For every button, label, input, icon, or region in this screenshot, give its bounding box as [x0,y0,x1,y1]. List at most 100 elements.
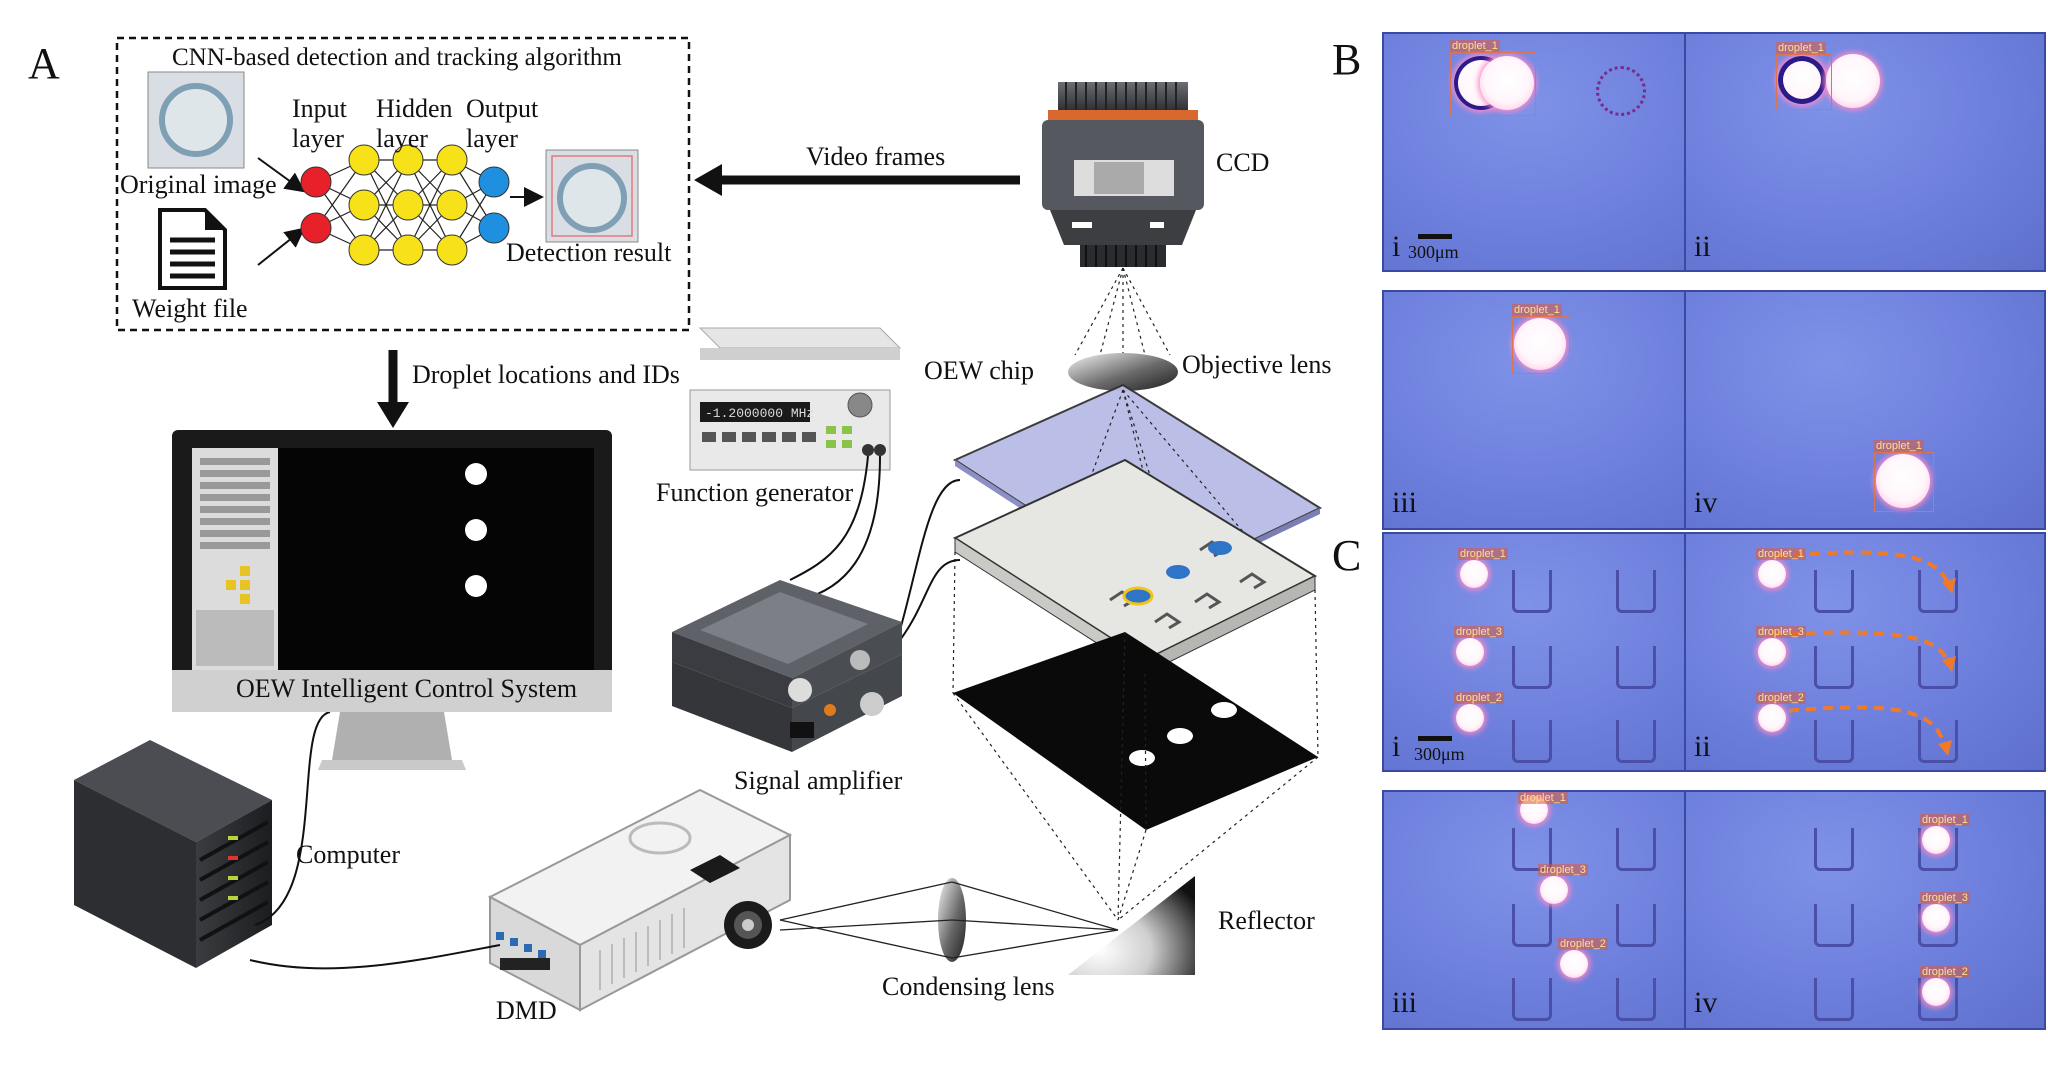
trap-electrode [1616,570,1656,613]
computer-label: Computer [296,840,400,869]
video-frames-label: Video frames [806,142,946,171]
trap-electrode [1918,904,1958,947]
reflector [1068,876,1195,975]
nn-connection [363,159,409,251]
function-generator: -1.2000000 MHz [689,327,902,471]
droplet [1758,638,1786,666]
target-circle [1596,66,1646,116]
droplet [1540,876,1568,904]
droplet-id-label: droplet_2 [1756,692,1806,704]
droplet-id-label: droplet_2 [1454,692,1504,704]
droplet-id-label: droplet_3 [1756,626,1806,638]
control-system-label: OEW Intelligent Control System [236,674,578,703]
droplet [1514,318,1566,370]
trap-electrode [1616,978,1656,1021]
droplet [1876,454,1930,508]
droplet [1922,826,1950,854]
nn-output-node [478,212,510,244]
panel-c-letter: C [1332,531,1362,580]
detection-box [1512,316,1570,374]
micrograph-c-iii: droplet_1 droplet_3 droplet_2 iii [1382,790,1744,1030]
micrograph-c-i: droplet_1 droplet_3 droplet_2 i 300μm [1382,532,1744,772]
scale-bar [1418,234,1452,239]
detection-box [1874,452,1934,512]
droplet [1758,560,1786,588]
trap-electrode [1814,828,1854,871]
droplet [1456,704,1484,732]
subpanel-numeral: iv [1694,986,1718,1019]
objective-lens [1068,353,1178,391]
droplet-id-label: droplet_2 [1920,966,1970,978]
subpanel-numeral: ii [1694,730,1711,763]
fg-display-text: -1.2000000 MHz [705,406,814,421]
trap-electrode [1512,978,1552,1021]
subpanel-numeral: ii [1694,230,1711,263]
micrograph-c-ii: droplet_1 droplet_3 droplet_2 ii [1684,532,2046,772]
panel-b-letter: B [1332,35,1362,84]
nn-hidden-node [392,189,424,221]
droplet [1758,704,1786,732]
trap-electrode [1814,570,1854,613]
trap-electrode [1512,828,1552,871]
oew-chip-label: OEW chip [924,356,1034,385]
nn-hidden-node [392,234,424,266]
subpanel-numeral: i [1392,730,1401,763]
detection-result-label: Detection result [506,238,672,267]
detection-box [1450,52,1536,116]
dmd-label: DMD [496,996,557,1025]
micrograph-c-iv: droplet_1 droplet_3 droplet_2 iv [1684,790,2046,1030]
output-layer-label-2: layer [466,124,518,153]
nn-input-node [300,166,332,198]
panel-a-letter: A [28,39,60,88]
nn-hidden-node [436,144,468,176]
droplet-id-label: droplet_1 [1920,814,1970,826]
droplet-locations-label: Droplet locations and IDs [412,360,680,389]
nn-hidden-node [348,234,380,266]
droplet [1560,950,1588,978]
trap-electrode [1616,720,1656,763]
cnn-title: CNN-based detection and tracking algorit… [172,44,622,71]
trap-electrode [1616,904,1656,947]
weight-file-label: Weight file [132,294,248,323]
dmd-projector [487,788,793,1012]
nn-input-node [300,212,332,244]
trap-electrode [1918,570,1958,613]
subpanel-numeral: iv [1694,486,1718,519]
droplet-id-label: droplet_1 [1458,548,1508,560]
micrograph-b-iii: droplet_1 iii [1382,290,1744,530]
trap-electrode [1512,720,1552,763]
nn-hidden-node [436,189,468,221]
ccd-label: CCD [1216,148,1270,177]
trap-electrode [1814,720,1854,763]
nn-hidden-node [348,189,380,221]
droplet-id-label: droplet_1 [1756,548,1806,560]
signal-amplifier-label: Signal amplifier [734,766,903,795]
scale-label: 300μm [1414,744,1465,764]
ccd-camera [1042,82,1204,267]
trap-electrode [1814,904,1854,947]
hidden-layer-label-1: Hidden [376,94,453,123]
trap-electrode [1918,978,1958,1021]
original-image-label: Original image [120,170,277,199]
droplet [1826,54,1880,108]
droplet-id-label: droplet_1 [1874,440,1924,452]
signal-amplifier [672,580,902,752]
droplet [1456,638,1484,666]
input-layer-label-1: Input [292,94,347,123]
computer-tower [74,740,272,968]
micrograph-b-ii: droplet_1 ii [1684,32,2046,272]
hidden-layer-label-2: layer [376,124,428,153]
objective-lens-label: Objective lens [1182,350,1332,379]
micrograph-b-iv: droplet_1 iv [1684,290,2046,530]
droplet-id-label: droplet_3 [1538,864,1588,876]
monitor [172,430,612,770]
trap-electrode [1918,646,1958,689]
nn-hidden-node [436,234,468,266]
trap-electrode [1616,828,1656,871]
subpanel-numeral: iii [1392,486,1418,519]
droplet [1480,56,1534,110]
droplet [1778,56,1826,104]
trap-electrode [1512,646,1552,689]
